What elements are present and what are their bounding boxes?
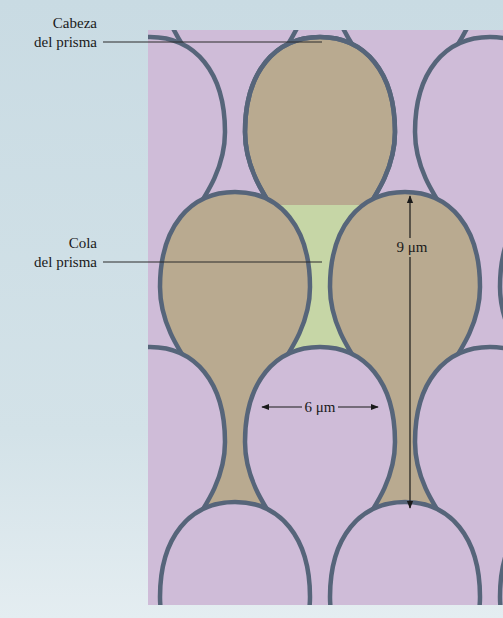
- part-label: Cola del prisma: [25, 234, 97, 272]
- dimension-label: 6 μm: [302, 398, 339, 417]
- leader-line: [103, 42, 322, 43]
- part-label: Cabeza del prisma: [25, 14, 97, 52]
- leader-line: [103, 262, 322, 263]
- dimension-label: 9 μm: [394, 238, 431, 257]
- prism-pattern: [148, 30, 503, 605]
